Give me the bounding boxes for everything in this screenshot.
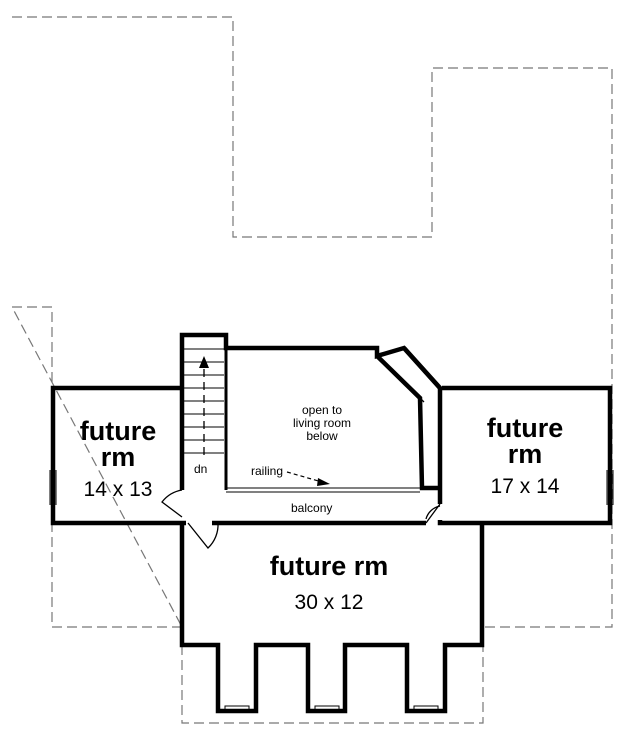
railing-label: railing	[251, 464, 283, 478]
left-room-name-line2: rm	[101, 442, 136, 472]
railing-leader-line	[286, 471, 323, 483]
right-room-name-line2: rm	[508, 439, 543, 469]
open-area-line2: living room	[293, 416, 351, 430]
wall-right-room	[442, 385, 613, 526]
door-swing-left-room	[161, 489, 183, 518]
porch-outline-dashed	[181, 645, 484, 724]
wall-left-room	[50, 385, 182, 526]
railing-arrow-icon	[317, 478, 330, 486]
stair-label: dn	[194, 462, 207, 476]
door-swing-bottom-room	[187, 522, 219, 549]
chimney-inner	[380, 359, 425, 403]
chimney	[375, 346, 442, 491]
left-room-name-line1: future	[80, 416, 157, 446]
bottom-room-name: future rm	[270, 551, 389, 581]
porch-windows	[224, 705, 439, 712]
stair-arrow-icon	[199, 356, 209, 368]
door-right-balcony	[425, 503, 441, 524]
balcony-label: balcony	[291, 501, 332, 515]
open-area-line1: open to	[302, 403, 342, 417]
wall-balcony-right	[437, 490, 483, 526]
bottom-room-dimensions: 30 x 12	[295, 591, 364, 614]
railing	[226, 487, 420, 493]
left-room-dimensions: 14 x 13	[84, 478, 153, 501]
roof-outline-dashed	[11, 16, 613, 628]
right-room-name-line1: future	[487, 413, 564, 443]
window-right-room	[606, 470, 614, 505]
right-room-dimensions: 17 x 14	[491, 475, 560, 498]
window-left-room	[49, 470, 57, 505]
open-area-line3: below	[306, 429, 338, 443]
